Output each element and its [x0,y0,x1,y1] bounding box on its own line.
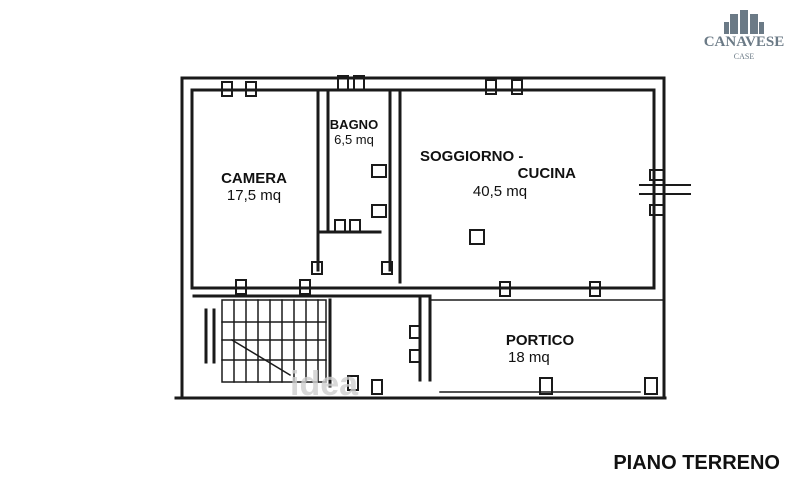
room-soggiorno-cucina: SOGGIORNO - CUCINA 40,5 mq [420,148,580,200]
logo-name: CANAVESE [703,34,785,50]
room-portico: PORTICO 18 mq [490,332,590,367]
portico-edge [429,299,663,393]
staircase [221,299,327,383]
house-logo-icon [724,10,764,34]
room-soggiorno-area: 40,5 mq [472,182,528,200]
watermark: idea [290,365,359,403]
room-camera: CAMERA 17,5 mq [204,170,304,205]
room-camera-area: 17,5 mq [226,187,282,205]
logo-sub: CASE [733,52,755,61]
room-bagno: BAGNO 6,5 mq [322,117,386,148]
room-portico-area: 18 mq [508,349,550,367]
room-bagno-area: 6,5 mq [334,131,374,147]
room-soggiorno-name-1: SOGGIORNO - [420,148,524,165]
room-camera-name: CAMERA [221,170,287,187]
room-soggiorno-name-2: CUCINA [517,165,576,183]
room-portico-name: PORTICO [505,332,575,349]
plan-title: PIANO TERRENO [613,452,780,474]
room-bagno-name: BAGNO [329,117,379,132]
window-markers [221,75,691,395]
